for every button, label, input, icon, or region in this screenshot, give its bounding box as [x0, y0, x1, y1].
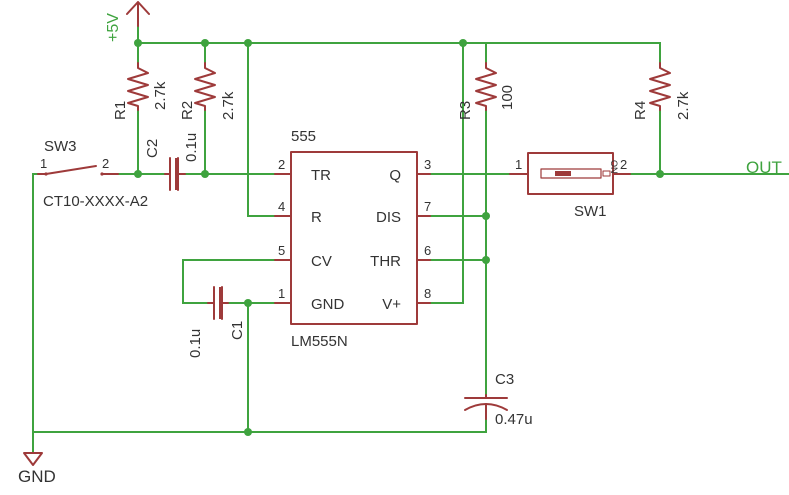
sw3-pin2: 2: [102, 156, 109, 171]
c3-ref: C3: [495, 371, 514, 388]
wire-gnd-rail: [32, 418, 487, 433]
junction-dot: [482, 256, 490, 264]
capacitor-c3: C3 0.47u: [464, 371, 533, 428]
pin-name-vplus: V+: [382, 296, 401, 313]
sw3-ref: SW3: [44, 138, 77, 155]
switch-sw1: ON 1 2 SW1: [509, 152, 631, 220]
out-label: OUT: [746, 158, 782, 177]
pin-name-q: Q: [389, 167, 401, 184]
r3-ref: R3: [457, 101, 474, 120]
switch-contact-icon: [100, 172, 104, 176]
wire-reset: [247, 42, 276, 217]
sw3-value: CT10-XXXX-A2: [43, 193, 148, 210]
sw3-pin1: 1: [40, 156, 47, 171]
sw1-marker-icon: [602, 170, 611, 177]
pin-num-vplus: 8: [424, 286, 431, 301]
pin-num-thr: 6: [424, 243, 431, 258]
c2-ref: C2: [144, 139, 161, 158]
junction-dot: [244, 428, 252, 436]
junctions: [134, 39, 664, 436]
pin-num-r: 4: [278, 199, 285, 214]
junction-dot: [134, 170, 142, 178]
pin-name-dis: DIS: [376, 209, 401, 226]
pin-lead: [274, 173, 292, 304]
switch-sw3: SW3 1 2 CT10-XXXX-A2: [37, 138, 148, 210]
sw1-slider-icon: [555, 171, 571, 176]
r4-value: 2.7k: [675, 91, 692, 120]
r1-value: 2.7k: [152, 81, 169, 110]
pin-num-dis: 7: [424, 199, 431, 214]
ic-name: LM555N: [291, 333, 348, 350]
resistor-icon: [475, 62, 497, 111]
sw1-pin2: 2: [620, 157, 627, 172]
resistor-icon: [127, 62, 149, 111]
sw1-pin1: 1: [515, 157, 522, 172]
ic-type: 555: [291, 128, 316, 145]
capacitor-plate-icon: [219, 287, 223, 319]
pin-name-r: R: [311, 209, 322, 226]
vcc-arrow-icon: [126, 1, 150, 27]
ic-body: [290, 151, 418, 325]
junction-dot: [656, 170, 664, 178]
c2-value: 0.1u: [183, 133, 200, 162]
pin-num-tr: 2: [278, 157, 285, 172]
pin-name-gnd: GND: [311, 296, 345, 313]
r1-ref: R1: [112, 101, 129, 120]
capacitor-icon: [164, 157, 186, 191]
junction-dot: [482, 212, 490, 220]
r4-ref: R4: [632, 101, 649, 120]
capacitor-c2: C2 0.1u: [144, 133, 200, 191]
junction-dot: [244, 39, 252, 47]
wires: [32, 9, 789, 453]
r2-ref: R2: [179, 101, 196, 120]
resistor-icon: [194, 62, 216, 111]
sw1-ref: SW1: [574, 203, 607, 220]
resistor-r1: R1 2.7k: [112, 62, 169, 120]
sw1-slot: [540, 168, 602, 179]
ic-555: 555 LM555N 2 4 5 1 3 7 6 8 TR R CV GND Q…: [274, 128, 431, 350]
capacitor-icon: [207, 286, 229, 320]
c1-value: 0.1u: [187, 329, 204, 358]
pin-num-q: 3: [424, 157, 431, 172]
junction-dot: [244, 299, 252, 307]
pin-name-cv: CV: [311, 253, 332, 270]
gnd-label: GND: [18, 467, 56, 486]
c3-value: 0.47u: [495, 411, 533, 428]
r3-value: 100: [499, 85, 516, 110]
junction-dot: [134, 39, 142, 47]
vcc-supply-symbol: +5V: [105, 1, 150, 42]
c1-ref: C1: [229, 321, 246, 340]
pin-num-cv: 5: [278, 243, 285, 258]
capacitor-c1: 0.1u C1: [187, 286, 246, 358]
sw1-body: [527, 152, 614, 195]
junction-dot: [459, 39, 467, 47]
vcc-label: +5V: [105, 13, 122, 42]
pin-name-thr: THR: [370, 253, 401, 270]
switch-contact-icon: [44, 172, 48, 176]
wire-sw3-to-gnd: [32, 173, 39, 433]
junction-dot: [201, 170, 209, 178]
pin-name-tr: TR: [311, 167, 331, 184]
gnd-symbol: GND: [18, 452, 56, 486]
resistor-r4: R4 2.7k: [632, 62, 692, 120]
resistor-icon: [649, 62, 671, 111]
resistor-r2: R2 2.7k: [179, 62, 237, 120]
capacitor-plate-icon: [175, 158, 179, 190]
sw1-marking: ON: [609, 160, 619, 174]
wire-cv-loop: [182, 259, 276, 304]
junction-dot: [201, 39, 209, 47]
pin-lead: [416, 173, 431, 304]
capacitor-icon: [464, 394, 508, 399]
wire-vplus: [429, 42, 464, 304]
ground-icon: [23, 452, 43, 466]
r2-value: 2.7k: [220, 91, 237, 120]
resistor-r3: R3 100: [457, 62, 516, 120]
pin-num-gnd: 1: [278, 286, 285, 301]
